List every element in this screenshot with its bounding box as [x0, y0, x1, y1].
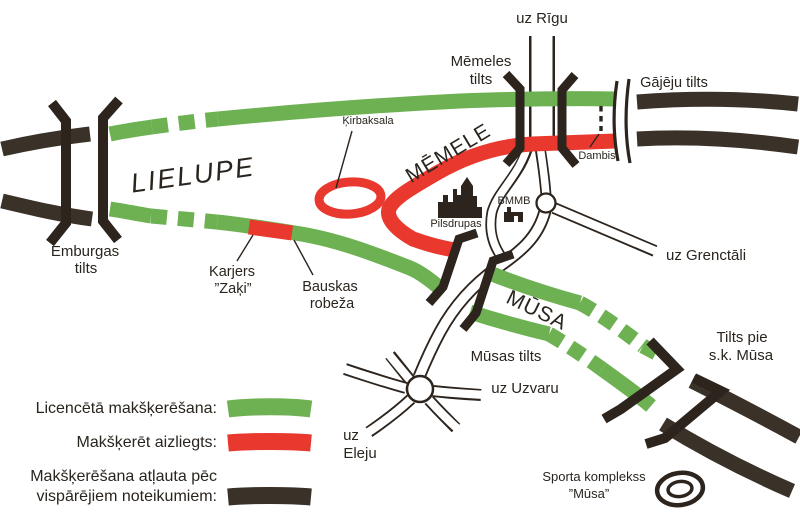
label-sporta-komplekss-line1: Sporta komplekss	[542, 469, 646, 484]
musa-northeast-licensed-band	[484, 265, 582, 311]
label-emburgas-tilts-line2: tilts	[75, 260, 98, 277]
memele-north-licensed-band	[217, 91, 617, 127]
karjers-forbidden-band	[247, 219, 293, 241]
lielupe-south-general-band	[0, 193, 94, 227]
emburgas-bridge-icon-left	[46, 99, 71, 247]
label-uz-uzvaru: uz Uzvaru	[491, 380, 559, 397]
label-uz-eleju-line1: uz	[343, 427, 359, 444]
bauskas-pointer-line	[293, 239, 314, 276]
musa-southwest-licensed-band-3	[597, 362, 656, 412]
kirbaksala-pointer-line	[335, 130, 353, 189]
label-kirbaksala: Ķirbaksala	[342, 115, 394, 127]
stadium-icon-outer	[654, 470, 706, 508]
label-river-lielupe: LIELUPE	[129, 151, 257, 198]
legend: Licencētā makšķerēšana: Makšķerēt aizlie…	[30, 398, 313, 506]
lielupe-north-general-band	[0, 126, 91, 157]
dambis-pointer-line	[589, 133, 600, 148]
musas-bridge-icon-right	[459, 249, 515, 332]
legend-general-swatch	[227, 487, 312, 506]
road-to-grenctali-lane	[552, 204, 662, 257]
legend-licensed-swatch	[226, 398, 313, 418]
junction-circle	[535, 192, 557, 214]
roundabout-spoke-sw-eleju-lane	[361, 395, 414, 439]
pedestrian-bridge-icon-right	[624, 78, 632, 164]
sk-musa-bridge-icon-right	[644, 373, 731, 449]
legend-general-label-line2: vispārējiem noteikumiem:	[36, 488, 217, 505]
memeles-bridge-icon-left	[502, 70, 525, 167]
emburgas-bridge-icon-right	[98, 96, 123, 244]
kirbaksala-island-outline	[314, 177, 386, 219]
label-karjers-line1: Karjers	[209, 264, 255, 280]
karjers-pointer-line	[236, 234, 254, 262]
label-tilts-pie-line1: Tilts pie	[716, 329, 767, 346]
icons	[438, 106, 706, 508]
label-pilsdrupas: Pilsdrupas	[430, 218, 482, 230]
bmmb-building-icon	[504, 207, 523, 222]
roundabout-spoke-w-lane	[337, 363, 408, 392]
lielupe-north-licensed-band-dashed	[150, 111, 219, 135]
label-emburgas-tilts-line1: Emburgas	[51, 243, 119, 260]
label-musas-tilts: Mūsas tilts	[471, 348, 542, 365]
pointer-lines	[236, 130, 600, 276]
roundabout	[405, 374, 435, 404]
lielupe-north-licensed-band	[108, 119, 154, 142]
castle-ruins-icon	[438, 177, 482, 218]
legend-general-label-line1: Makšķerēšana atļauta pēc	[30, 468, 217, 485]
label-karjers-line2: ”Zaķi”	[214, 281, 251, 297]
label-memeles-tilts-line2: tilts	[470, 71, 493, 88]
memeles-bridge-icon-right	[557, 72, 580, 168]
label-uz-rigu: uz Rīgu	[516, 10, 568, 27]
label-uz-grenctali: uz Grenctāli	[666, 247, 746, 264]
stadium-icon-inner	[666, 479, 694, 499]
label-sporta-komplekss-line2: ”Mūsa”	[569, 486, 609, 501]
label-tilts-pie-line2: s.k. Mūsa	[709, 347, 774, 364]
musa-southwest-licensed-band-dashed	[545, 327, 607, 376]
lielupe-south-licensed-band	[108, 201, 153, 224]
label-gajeju-tilts: Gājēju tilts	[640, 75, 708, 91]
roads	[337, 31, 662, 439]
label-bauskas-line1: Bauskas	[302, 279, 358, 295]
road-bmmb-loop-lane	[487, 140, 533, 268]
memele-south-general-band	[636, 130, 800, 155]
roundabout-spoke-e-uzvaru-lane	[432, 386, 487, 400]
label-bmmb: BMMB	[498, 195, 531, 207]
musa-northeast-licensed-band-dashed	[576, 296, 648, 352]
roundabout-spoke-se-lane	[425, 397, 463, 435]
musas-bridge-icon-left	[425, 228, 479, 306]
legend-forbidden-swatch	[227, 433, 312, 452]
sk-musa-bridge-icon-left	[601, 337, 685, 424]
label-bauskas-line2: robeža	[310, 296, 355, 312]
river-bands	[0, 91, 800, 498]
roundabout-spoke-nw-lane	[382, 348, 414, 383]
label-dambis: Dambis	[578, 150, 616, 162]
memele-south-forbidden-band	[381, 133, 617, 258]
road-junction-to-roundabout-lane	[414, 209, 550, 379]
memele-north-general-band	[636, 91, 799, 112]
bridges	[46, 70, 731, 449]
legend-licensed-label: Licencētā makšķerēšana:	[36, 400, 217, 417]
lielupe-south-licensed-band-dashed	[150, 208, 218, 230]
label-uz-eleju-line2: Eleju	[343, 445, 376, 462]
label-memeles-tilts-line1: Mēmeles	[451, 53, 512, 70]
pedestrian-bridge-icon-left	[612, 80, 620, 162]
legend-forbidden-label: Makšķerēt aizliegts:	[77, 434, 218, 451]
